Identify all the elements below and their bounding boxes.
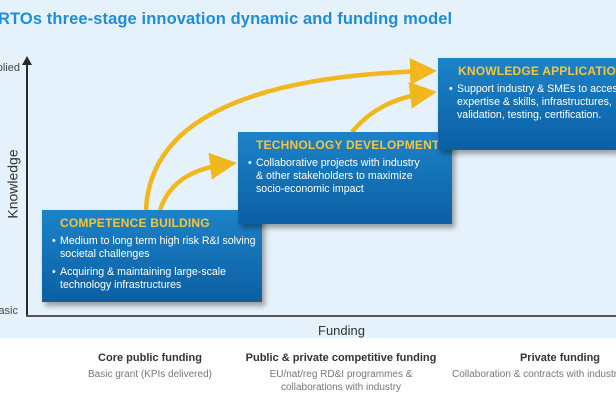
competence-item-1-line-2: societal challenges bbox=[60, 248, 150, 260]
x-axis-title: Funding bbox=[318, 323, 365, 338]
flow-arrows bbox=[143, 58, 437, 211]
stage-technology-development: TECHNOLOGY DEVELOPMENT Collaborative pro… bbox=[238, 132, 452, 224]
x-axis-line bbox=[26, 315, 616, 317]
competitive-funding-sub-line-1: EU/nat/reg RD&I programmes & bbox=[269, 369, 413, 380]
arrow-td-to-ka bbox=[350, 81, 437, 134]
technology-heading: TECHNOLOGY DEVELOPMENT bbox=[256, 138, 440, 152]
competence-item-2-line-2: technology infrastructures bbox=[60, 279, 182, 291]
competence-heading: COMPETENCE BUILDING bbox=[60, 216, 210, 230]
knowledge-item-1-line-2: expertise & skills, infrastructures, bbox=[457, 96, 612, 108]
competence-item-2-line-1: Acquiring & maintaining large-scale bbox=[52, 266, 226, 279]
knowledge-heading: KNOWLEDGE APPLICATION bbox=[458, 64, 616, 78]
y-axis-arrowhead bbox=[22, 56, 32, 65]
knowledge-item-1-line-3: validation, testing, certification. bbox=[457, 109, 602, 121]
knowledge-item-1-line-1: Support industry & SMEs to access bbox=[449, 83, 616, 96]
private-funding-sub: Collaboration & contracts with industry bbox=[452, 369, 616, 380]
arrow-cb-to-ka bbox=[143, 58, 437, 211]
arrow-cb-to-td bbox=[157, 152, 237, 211]
diagram-title: RTOs three-stage innovation dynamic and … bbox=[0, 10, 453, 28]
core-funding-title: Core public funding bbox=[98, 352, 202, 364]
technology-item-1-line-2: & other stakeholders to maximize bbox=[256, 170, 413, 182]
core-funding-sub: Basic grant (KPIs delivered) bbox=[88, 369, 212, 380]
y-axis-bottom-label: Basic bbox=[0, 305, 18, 317]
competence-item-1-line-1: Medium to long term high risk R&I solvin… bbox=[52, 235, 256, 248]
stage-knowledge-application: KNOWLEDGE APPLICATION Support industry &… bbox=[438, 58, 616, 150]
technology-item-1-line-3: socio-economic impact bbox=[256, 183, 364, 195]
competitive-funding-title: Public & private competitive funding bbox=[245, 352, 437, 364]
private-funding-title: Private funding bbox=[519, 352, 601, 364]
y-axis-top-label: Applied bbox=[0, 62, 20, 74]
y-axis-line bbox=[26, 62, 28, 316]
technology-item-1-line-1: Collaborative projects with industry bbox=[248, 157, 420, 170]
competitive-funding-sub-line-2: collaborations with industry bbox=[280, 382, 402, 393]
stage-competence-building: COMPETENCE BUILDING Medium to long term … bbox=[42, 210, 262, 302]
